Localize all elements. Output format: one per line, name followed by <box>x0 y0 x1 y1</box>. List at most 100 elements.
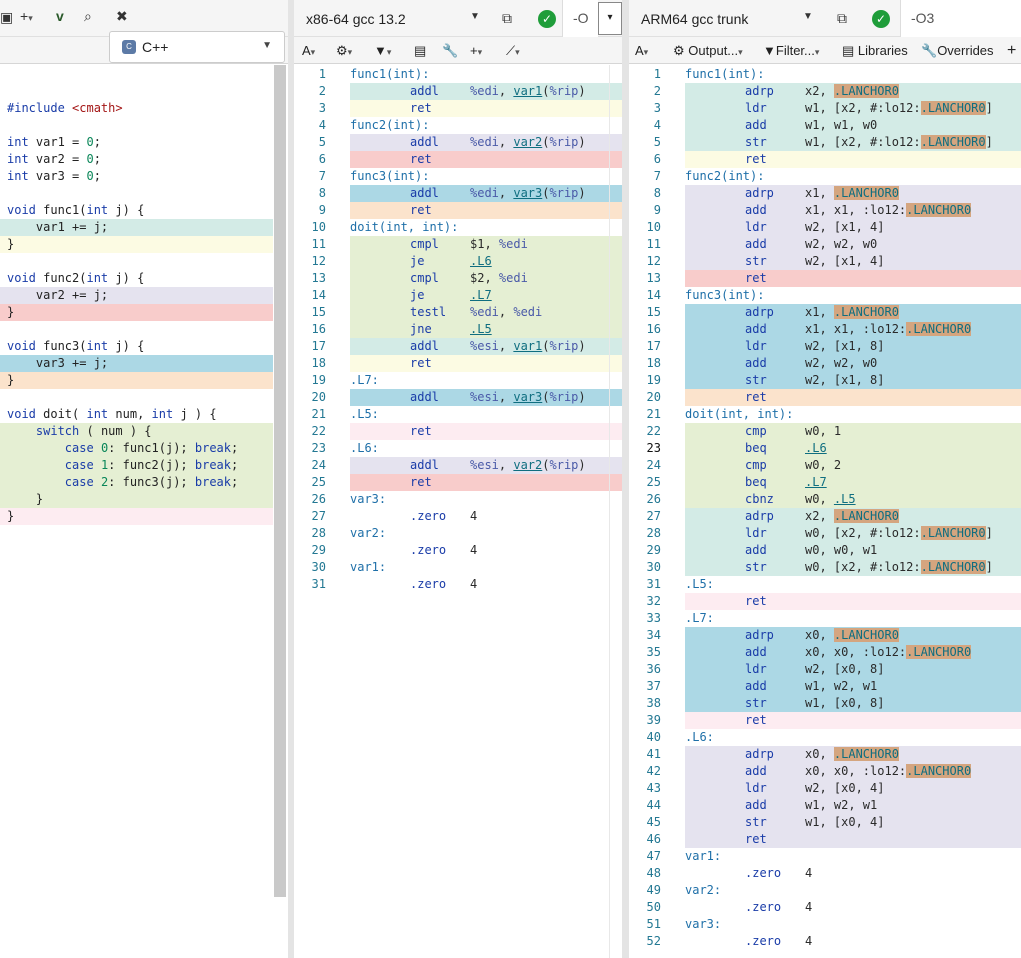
asm-instruction-line[interactable]: beq.L7 <box>685 474 1021 491</box>
source-line[interactable]: void func3(int j) { <box>7 339 145 353</box>
save-icon[interactable]: ▣ <box>0 9 14 25</box>
asm-instruction-line[interactable]: addl%esi, var3(%rip) <box>350 389 622 406</box>
source-line[interactable]: case 2: func3(j); break; <box>0 474 273 491</box>
asm-instruction-line[interactable]: ret <box>350 202 622 219</box>
add-icon[interactable]: +▾ <box>20 8 33 24</box>
source-line[interactable]: case 1: func2(j); break; <box>0 457 273 474</box>
source-line[interactable]: void func1(int j) { <box>7 203 145 217</box>
asm-instruction-line[interactable]: addl%edi, var1(%rip) <box>350 83 622 100</box>
asm-label-line[interactable]: func1(int): <box>685 66 1021 83</box>
asm-label-line[interactable]: doit(int, int): <box>685 406 1021 423</box>
settings-icon[interactable]: ⚙▾ <box>336 43 353 58</box>
asm-label-line[interactable]: var2: <box>685 882 1021 899</box>
source-line[interactable]: var3 += j; <box>0 355 273 372</box>
asm-instruction-line[interactable]: beq.L6 <box>685 440 1021 457</box>
check-icon[interactable]: ✓ <box>872 10 890 28</box>
asm-instruction-line[interactable]: ret <box>685 712 1021 729</box>
chevron-down-icon[interactable]: ▼ <box>470 11 480 22</box>
asm-instruction-line[interactable]: je.L6 <box>350 253 622 270</box>
asm-instruction-line[interactable]: ret <box>350 151 622 168</box>
asm-instruction-line[interactable]: ret <box>350 474 622 491</box>
asm-label-line[interactable]: var3: <box>350 491 622 508</box>
asm-label-line[interactable]: .L6: <box>685 729 1021 746</box>
compiler-name[interactable]: x86-64 gcc 13.2 <box>306 11 406 27</box>
vim-icon[interactable]: v <box>56 8 64 24</box>
compiler-name[interactable]: ARM64 gcc trunk <box>641 11 749 27</box>
asm-instruction-line[interactable]: addl%edi, var3(%rip) <box>350 185 622 202</box>
language-select[interactable]: C C++ ▼ <box>109 31 285 63</box>
asm-label-line[interactable]: .L5: <box>350 406 622 423</box>
search-zoom-icon[interactable]: ⌕ <box>84 8 92 24</box>
asm-instruction-line[interactable]: jne.L5 <box>350 321 622 338</box>
source-line[interactable]: case 0: func1(j); break; <box>0 440 273 457</box>
asm-label-line[interactable]: func3(int): <box>685 287 1021 304</box>
source-line[interactable] <box>0 321 273 338</box>
asm-label-line[interactable]: func1(int): <box>350 66 622 83</box>
pane-divider[interactable] <box>288 0 294 958</box>
asm-instruction-line[interactable]: addl%esi, var1(%rip) <box>350 338 622 355</box>
asm-instruction-line[interactable]: addl%esi, var2(%rip) <box>350 457 622 474</box>
add-tool-icon[interactable]: +▾ <box>470 43 483 58</box>
asm-label-line[interactable]: var1: <box>350 559 622 576</box>
source-line[interactable]: var2 += j; <box>0 287 273 304</box>
source-line[interactable]: void doit( int num, int j ) { <box>7 407 217 421</box>
source-line[interactable]: } <box>0 508 273 525</box>
asm-instruction-line[interactable]: ret <box>685 270 1021 287</box>
source-line[interactable]: var1 += j; <box>0 219 273 236</box>
filter-button[interactable]: ▼Filter...▾ <box>763 43 820 58</box>
asm-instruction-line[interactable]: addl%edi, var2(%rip) <box>350 134 622 151</box>
x86-scrollbar-track[interactable] <box>609 65 622 958</box>
asm-label-line[interactable]: var3: <box>685 916 1021 933</box>
source-line[interactable] <box>0 117 273 134</box>
asm-label-line[interactable]: func2(int): <box>685 168 1021 185</box>
compiler-options-input[interactable]: -O <box>562 0 598 37</box>
asm-instruction-line[interactable]: testl%edi, %edi <box>350 304 622 321</box>
source-line[interactable]: int var2 = 0; <box>7 152 101 166</box>
asm-label-line[interactable]: .L5: <box>685 576 1021 593</box>
source-line[interactable] <box>0 83 273 100</box>
options-dropdown-button[interactable]: ▾ <box>598 2 622 35</box>
asm-label-line[interactable]: doit(int, int): <box>350 219 622 236</box>
chevron-down-icon[interactable]: ▼ <box>803 11 813 22</box>
asm-label-line[interactable]: var1: <box>685 848 1021 865</box>
source-line[interactable] <box>0 253 273 270</box>
asm-label-line[interactable]: .L6: <box>350 440 622 457</box>
asm-instruction-line[interactable]: ret <box>350 423 622 440</box>
asm-label-line[interactable]: .L7: <box>350 372 622 389</box>
source-scrollbar[interactable] <box>274 65 286 897</box>
libraries-button[interactable]: ▤ Libraries <box>842 42 908 60</box>
font-size-button[interactable]: A▾ <box>635 43 649 58</box>
libraries-icon[interactable]: ▤ <box>414 43 427 58</box>
source-line[interactable]: int var3 = 0; <box>7 169 101 183</box>
source-line[interactable]: } <box>0 491 273 508</box>
source-line[interactable]: void func2(int j) { <box>7 271 145 285</box>
